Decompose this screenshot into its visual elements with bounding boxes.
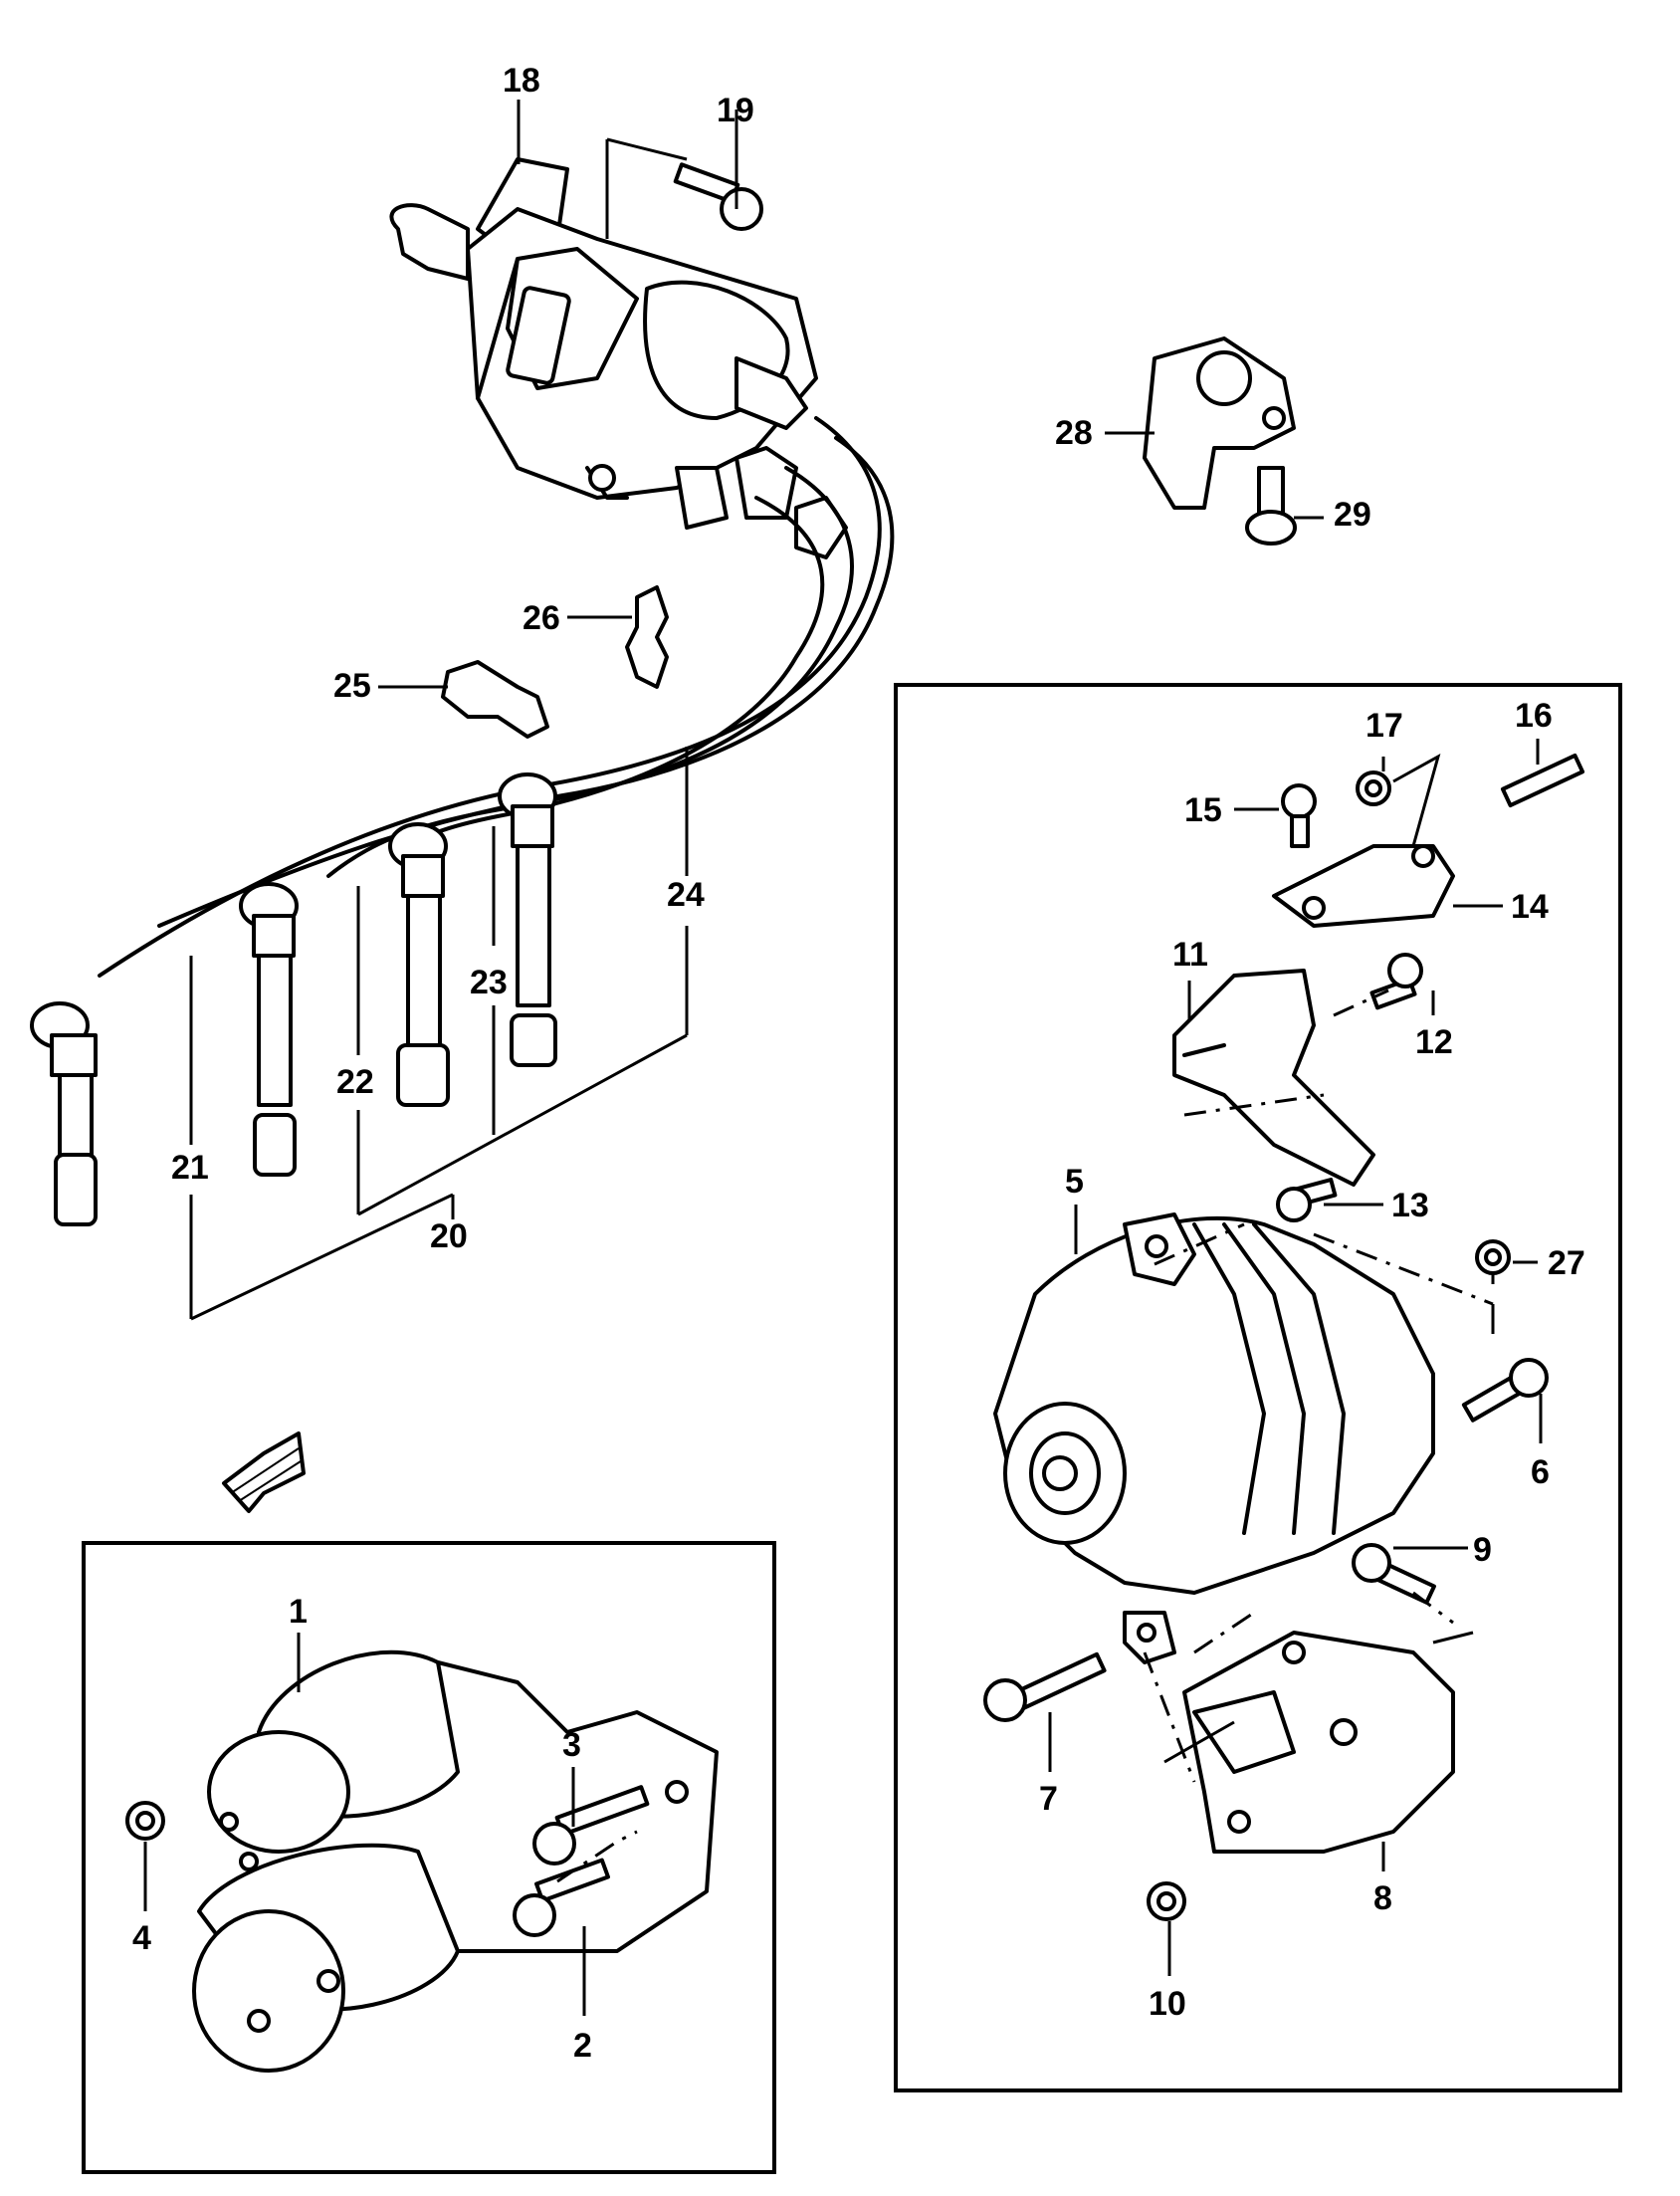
callout-12: 12 [1415,1023,1453,1061]
callout-13: 13 [1391,1187,1429,1224]
callout-22: 22 [336,1063,374,1101]
sensor-28 [1143,336,1296,510]
bolt-19 [673,162,763,231]
alternator-bracket-8 [1182,1631,1455,1854]
callout-29: 29 [1334,496,1371,534]
callout-4: 4 [132,1919,151,1957]
callout-27: 27 [1548,1244,1585,1282]
wire-clamp-26 [625,585,669,689]
distributor [389,157,848,559]
callout-6: 6 [1531,1453,1550,1491]
callout-23: 23 [470,964,508,1001]
callout-8: 8 [1373,1879,1392,1917]
callout-28: 28 [1055,414,1093,452]
bolt-7 [983,1651,1107,1722]
bolt-6 [1461,1358,1549,1423]
bolt-3 [532,1785,650,1866]
ignition-wire-bundle [98,416,895,978]
callout-26: 26 [523,599,560,637]
front-arrow-icon [222,1431,306,1513]
spark-plug-boot-24 [498,772,557,1067]
bolt-9 [1352,1543,1436,1605]
bolt-12 [1369,953,1423,1010]
callout-20: 20 [430,1217,468,1255]
nut-17 [1356,770,1391,806]
callout-9: 9 [1473,1531,1492,1569]
bracket-14 [1272,844,1455,928]
spark-plug-boot-23 [388,822,450,1107]
callout-3: 3 [562,1726,581,1764]
callout-14: 14 [1511,888,1549,926]
bolt-2 [513,1858,610,1937]
callout-labels: 18 19 28 29 26 25 24 23 22 21 20 17 16 1… [132,62,1585,2065]
spark-plug-boot-21 [30,1001,98,1226]
callout-19: 19 [717,92,754,129]
leader-lines [143,100,1543,2016]
bolt-15 [1281,783,1317,848]
callout-15: 15 [1184,791,1222,829]
callout-1: 1 [289,1593,308,1631]
callout-10: 10 [1149,1985,1186,2023]
callout-25: 25 [333,667,371,705]
starter-group-frame [82,1541,776,2174]
spark-plug-boot-22 [239,882,299,1177]
bolt-13 [1276,1178,1338,1222]
starter-motor [192,1649,719,2073]
nut-27 [1475,1239,1511,1275]
alternator [993,1212,1435,1664]
callout-21: 21 [171,1149,209,1187]
callout-5: 5 [1065,1163,1084,1201]
callout-16: 16 [1515,697,1553,735]
bracket-11 [1172,969,1375,1187]
nut-4 [125,1801,165,1841]
callout-24: 24 [667,876,705,914]
bolt-29 [1245,466,1297,546]
callout-18: 18 [503,62,540,100]
callout-11: 11 [1172,936,1208,974]
alternator-group-frame [894,683,1622,2092]
callout-2: 2 [573,2027,592,2065]
nut-10 [1147,1881,1186,1921]
callout-17: 17 [1365,707,1403,745]
stud-16 [1500,753,1585,808]
wire-clamp-25 [441,660,549,739]
callout-7: 7 [1039,1780,1058,1818]
